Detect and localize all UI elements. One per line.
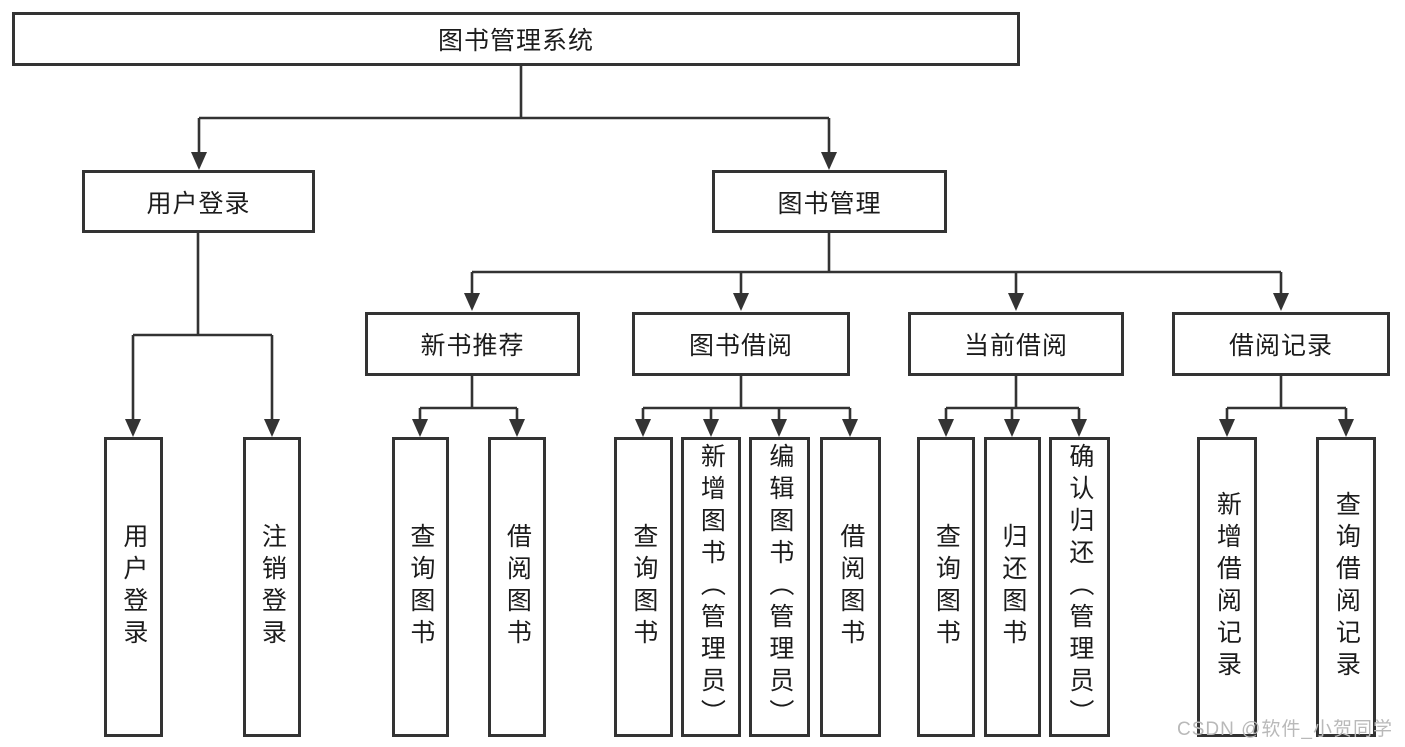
node-new-book-recommendation: 新书推荐: [365, 312, 580, 376]
node-label: 新增借阅记录: [1213, 491, 1242, 683]
node-library-management-system: 图书管理系统: [12, 12, 1020, 66]
node-label: 用户登录: [146, 189, 251, 218]
node-borrow-books-recommend: 借阅图书: [488, 437, 546, 737]
node-return-books: 归还图书: [984, 437, 1041, 737]
node-label: 图书管理: [777, 189, 882, 218]
node-user-login-leaf: 用户登录: [104, 437, 163, 737]
node-label: 借阅图书: [836, 523, 865, 651]
node-label: 新增图书（管理员）: [697, 443, 726, 731]
csdn-watermark: CSDN @软件_小贺同学: [1177, 719, 1393, 740]
node-book-management: 图书管理: [712, 170, 947, 233]
node-label: 查询图书: [932, 523, 961, 651]
node-label: 新书推荐: [420, 332, 525, 360]
node-label: 查询图书: [406, 523, 435, 651]
node-confirm-return-admin: 确认归还（管理员）: [1049, 437, 1110, 737]
node-label: 图书管理系统: [437, 27, 594, 55]
node-label: 确认归还（管理员）: [1065, 443, 1094, 731]
node-edit-books-admin: 编辑图书（管理员）: [749, 437, 810, 737]
node-logout: 注销登录: [243, 437, 301, 737]
node-label: 归还图书: [998, 523, 1027, 651]
node-label: 图书借阅: [688, 332, 793, 360]
node-label: 用户登录: [119, 523, 148, 651]
node-query-books-borrow: 查询图书: [614, 437, 673, 737]
node-label: 查询借阅记录: [1332, 491, 1361, 683]
node-add-books-admin: 新增图书（管理员）: [681, 437, 741, 737]
node-label: 查询图书: [629, 523, 658, 651]
node-query-books-current: 查询图书: [917, 437, 975, 737]
node-label: 借阅图书: [503, 523, 532, 651]
node-label: 借阅记录: [1228, 332, 1333, 360]
node-user-login: 用户登录: [82, 170, 315, 233]
node-query-books-recommend: 查询图书: [392, 437, 449, 737]
node-borrow-books-borrow: 借阅图书: [820, 437, 881, 737]
node-label: 编辑图书（管理员）: [765, 443, 794, 731]
node-book-borrowing: 图书借阅: [632, 312, 850, 376]
node-add-borrow-record: 新增借阅记录: [1197, 437, 1257, 737]
node-query-borrow-record: 查询借阅记录: [1316, 437, 1376, 737]
node-current-borrowing: 当前借阅: [908, 312, 1124, 376]
node-borrowing-records: 借阅记录: [1172, 312, 1390, 376]
node-label: 注销登录: [258, 523, 287, 651]
node-label: 当前借阅: [963, 332, 1068, 360]
